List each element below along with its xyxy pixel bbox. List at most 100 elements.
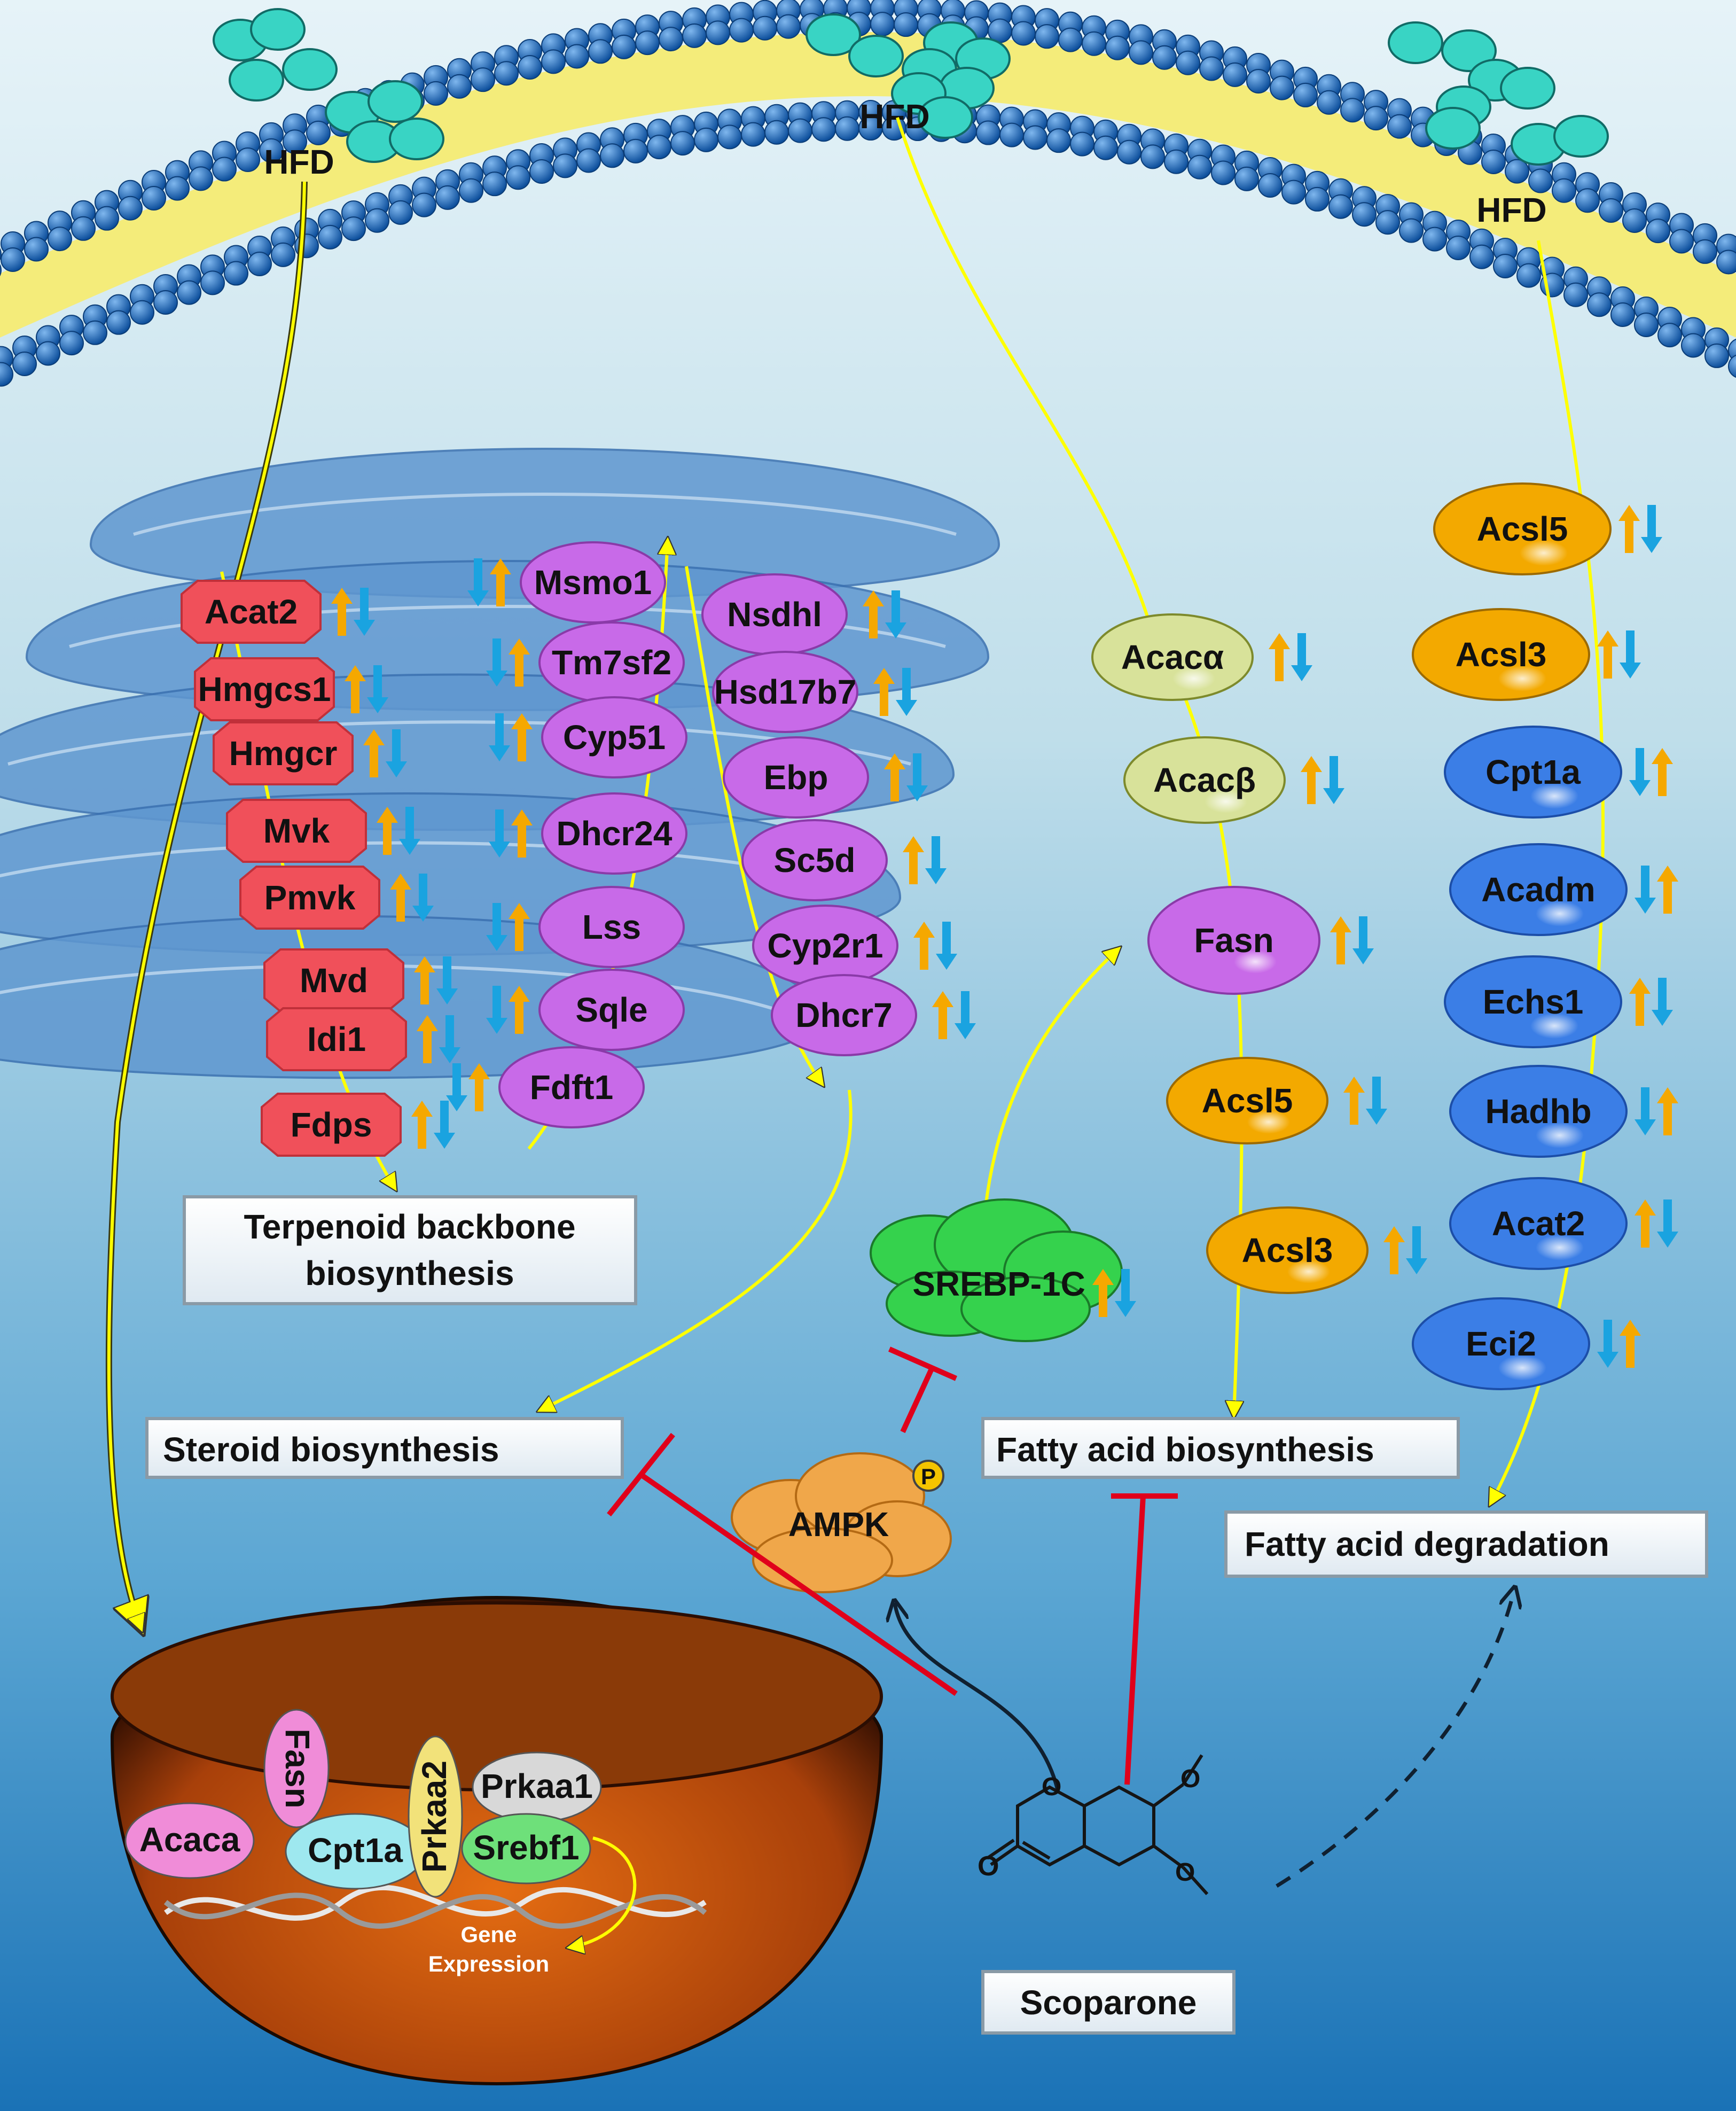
enzyme-highlight [1536, 1123, 1584, 1148]
hfd-particle [918, 96, 973, 139]
enzyme-label: Fdft1 [530, 1068, 613, 1107]
fatty-degradation-label: Fatty acid degradation [1245, 1525, 1609, 1563]
lipid-head [153, 290, 178, 315]
up-arrow-icon [913, 922, 935, 970]
enzyme-highlight [1498, 666, 1546, 691]
enzyme-label: Dhcr24 [557, 814, 672, 853]
down-arrow-icon [955, 991, 976, 1039]
gene-label: Prkaa2 [415, 1761, 453, 1873]
lipid-head [0, 248, 2, 260]
inhibit-srebp-bar [888, 1346, 958, 1381]
lipid-head [259, 138, 284, 163]
enzyme-cpt1a: Cpt1a [1444, 726, 1673, 819]
lipid-head [177, 280, 201, 305]
up-arrow-icon [1652, 748, 1673, 796]
lipid-head [659, 27, 683, 52]
inhibit-steroid-bar [607, 1432, 675, 1517]
activate-ampk [895, 1603, 1060, 1790]
lipid-head [529, 159, 554, 184]
down-arrow-icon [489, 713, 510, 761]
gene-expression-label-line1: Gene [460, 1922, 517, 1947]
lipid-head [1375, 210, 1400, 235]
enzyme-label: Acat2 [1492, 1204, 1585, 1243]
enzyme-shape [498, 1046, 645, 1128]
lipid-head [1493, 253, 1518, 278]
down-arrow-icon [486, 986, 507, 1034]
hfd-particle [806, 13, 861, 56]
lipid-head [1693, 239, 1717, 264]
organelle-fold [133, 493, 957, 536]
lipid-head [1610, 302, 1635, 328]
lipid-head [447, 74, 472, 99]
lipid-head [365, 208, 389, 233]
down-arrow-icon [1657, 1199, 1678, 1248]
enzyme-mvk: Mvk [226, 799, 420, 863]
lipid-head [1634, 313, 1659, 338]
enzyme-shape [771, 974, 917, 1056]
up-arrow-icon [1657, 866, 1678, 914]
up-arrow-icon [1597, 630, 1618, 679]
down-arrow-icon [436, 956, 458, 1004]
enzyme-echs1: Echs1 [1444, 955, 1673, 1048]
down-arrow-icon [386, 729, 407, 777]
hfd-particle [367, 80, 423, 123]
srebp-regulator: SREBP-1C [870, 1198, 1136, 1342]
enzyme-label: Msmo1 [534, 563, 652, 602]
enzyme-fdps: Fdps [261, 1093, 455, 1157]
lipid-head [729, 18, 754, 43]
hfd-particle [250, 8, 306, 51]
lipid-head [1035, 24, 1059, 49]
enzyme-highlight [1530, 1013, 1578, 1039]
down-arrow-icon [446, 1063, 467, 1111]
svg-text:O: O [1175, 1858, 1195, 1887]
up-arrow-icon [509, 986, 530, 1034]
lipid-head [388, 200, 413, 225]
enzyme-hsd17b7: Hsd17b7 [712, 651, 917, 733]
enzyme-fasn: Fasn [1147, 886, 1374, 995]
lipid-head [1129, 40, 1153, 65]
down-arrow-icon [467, 558, 489, 606]
inhibition-lines [607, 1346, 1178, 1785]
lipid-head [635, 30, 660, 56]
lipid-head [83, 320, 107, 345]
lipid-head [576, 148, 601, 173]
lipid-head [1528, 168, 1553, 193]
inhibit-fatty-synthesis [1124, 1495, 1146, 1785]
enzyme-label: Acsl5 [1477, 510, 1568, 548]
enzyme-mvd: Mvd [263, 948, 458, 1012]
enzyme-acacβ: Acacβ [1123, 736, 1344, 824]
gene-label: Cpt1a [308, 1831, 403, 1869]
enzyme-label: Eci2 [1466, 1325, 1536, 1363]
gene-label: Acaca [139, 1820, 240, 1859]
lipid-head [541, 49, 566, 74]
lipid-head [1505, 159, 1529, 184]
hfd-label: HFD [1476, 191, 1547, 229]
down-arrow-icon [1641, 505, 1662, 553]
lipid-head [612, 34, 636, 59]
down-arrow-icon [1323, 756, 1344, 804]
lipid-head [1223, 62, 1247, 87]
up-arrow-icon [509, 903, 530, 951]
enzyme-label: Ebp [764, 758, 828, 797]
up-arrow-icon [903, 836, 924, 884]
down-arrow-icon [1635, 866, 1656, 914]
lipid-head [142, 186, 166, 211]
lipid-head [306, 120, 331, 145]
lipid-head [1317, 90, 1341, 115]
lipid-head [1669, 229, 1694, 254]
lipid-head [1023, 125, 1047, 150]
up-arrow-icon [1301, 756, 1322, 804]
up-arrow-icon [863, 590, 884, 638]
dna-strand [164, 1884, 707, 1921]
enzyme-acsl3: Acsl3 [1412, 608, 1641, 701]
gene-prkaa1: Prkaa1 [472, 1751, 602, 1823]
dna-strand [163, 1892, 707, 1929]
lipid-head [1399, 218, 1424, 243]
lipid-head [1211, 160, 1235, 185]
up-arrow-icon [1620, 1320, 1641, 1368]
enzyme-shape [520, 541, 666, 624]
down-arrow-icon [1115, 1269, 1136, 1317]
